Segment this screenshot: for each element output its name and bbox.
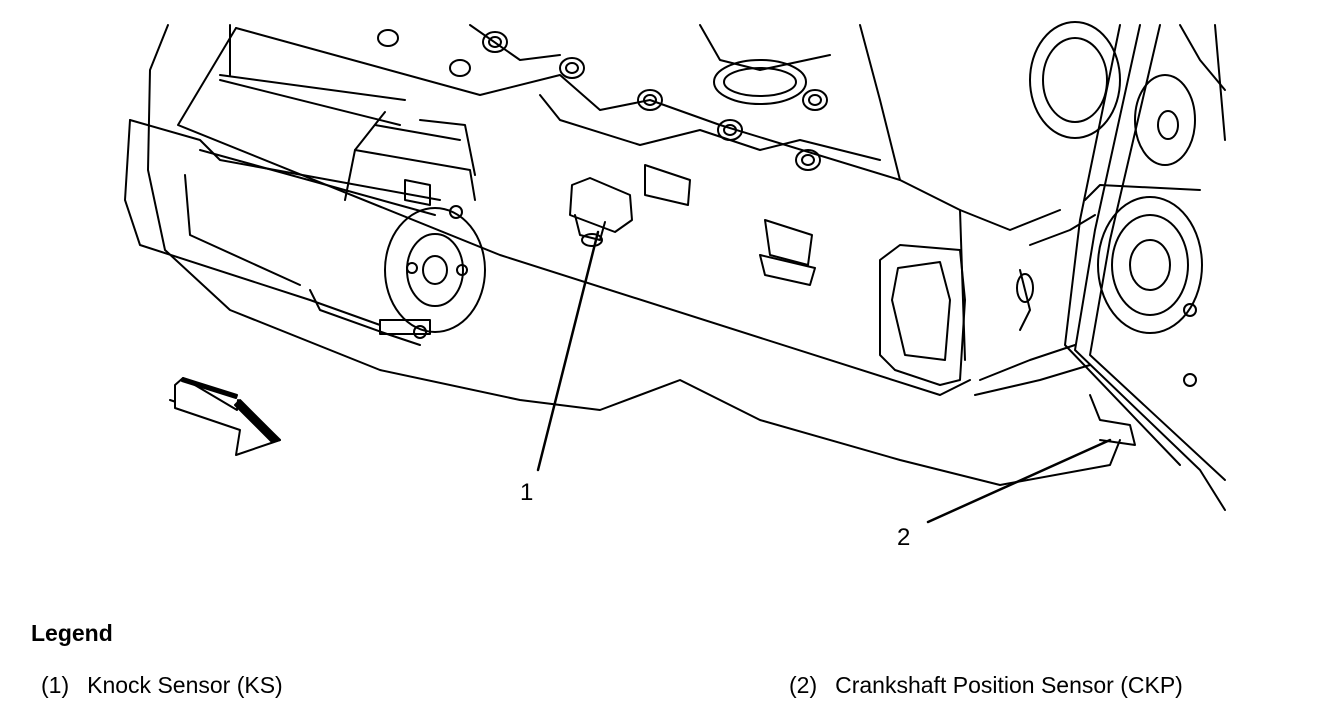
callout-2-leader xyxy=(926,438,1112,524)
legend-item-label: Crankshaft Position Sensor (CKP) xyxy=(835,672,1183,698)
engine-illustration: 1 2 xyxy=(124,21,1226,551)
knock-sensor-assembly xyxy=(569,164,816,286)
callout-1-leader xyxy=(536,230,600,472)
callout-1-label: 1 xyxy=(520,479,533,506)
cylinder-head-bolt-holes xyxy=(377,29,828,171)
legend-item-crankshaft-position-sensor: (2) Crankshaft Position Sensor (CKP) xyxy=(789,672,1183,699)
harmonic-balancer xyxy=(1029,184,1203,334)
legend-item-label: Knock Sensor (KS) xyxy=(87,672,283,698)
accessory-drive xyxy=(1016,21,1226,511)
legend-item-number: (1) xyxy=(41,672,70,698)
engine-block xyxy=(147,24,1121,486)
legend-item-number: (2) xyxy=(789,672,818,698)
starter-motor xyxy=(124,119,486,346)
front-direction-arrow-icon xyxy=(174,377,281,456)
callout-2-label: 2 xyxy=(897,524,910,551)
side-cover-plate xyxy=(879,244,966,386)
legend-item-knock-sensor: (1) Knock Sensor (KS) xyxy=(41,672,283,699)
legend-title: Legend xyxy=(31,620,113,646)
starter-bracket xyxy=(219,24,476,201)
